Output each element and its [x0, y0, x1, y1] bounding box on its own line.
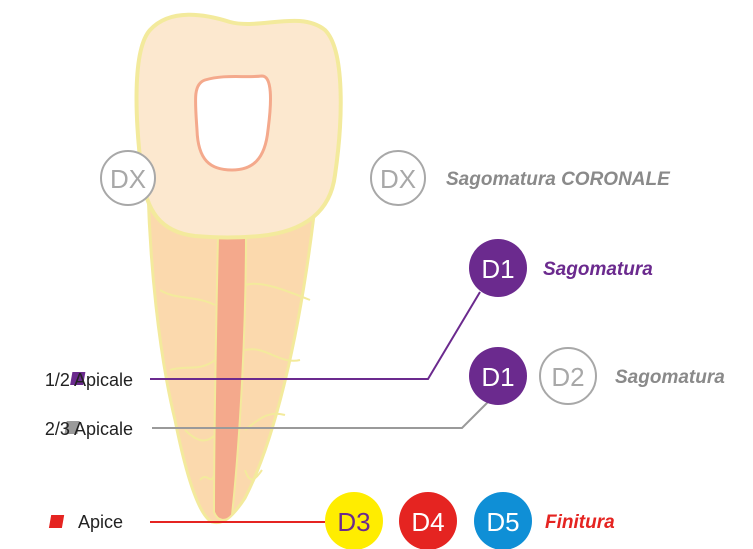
badge-d1-mid-text: D1 — [481, 362, 514, 392]
label-sagomatura-coronale: Sagomatura CORONALE — [446, 169, 671, 190]
badge-d3-text: D3 — [337, 507, 370, 537]
badge-d2-text: D2 — [551, 362, 584, 392]
label-two-thirds-apical: 2/3 Apicale — [45, 419, 133, 439]
marker-apex — [49, 515, 64, 528]
label-finitura: Finitura — [545, 512, 615, 533]
label-half-apical: 1/2 Apicale — [45, 370, 133, 390]
label-sagomatura-1: Sagomatura — [543, 259, 653, 280]
badge-dx-row-text: DX — [380, 164, 416, 194]
label-apex: Apice — [78, 512, 123, 532]
pulp-chamber — [195, 76, 270, 170]
badge-d4-text: D4 — [411, 507, 444, 537]
label-sagomatura-2: Sagomatura — [615, 367, 725, 388]
badge-d1-top-text: D1 — [481, 254, 514, 284]
badge-d5-text: D5 — [486, 507, 519, 537]
badge-dx-tooth-text: DX — [110, 164, 146, 194]
